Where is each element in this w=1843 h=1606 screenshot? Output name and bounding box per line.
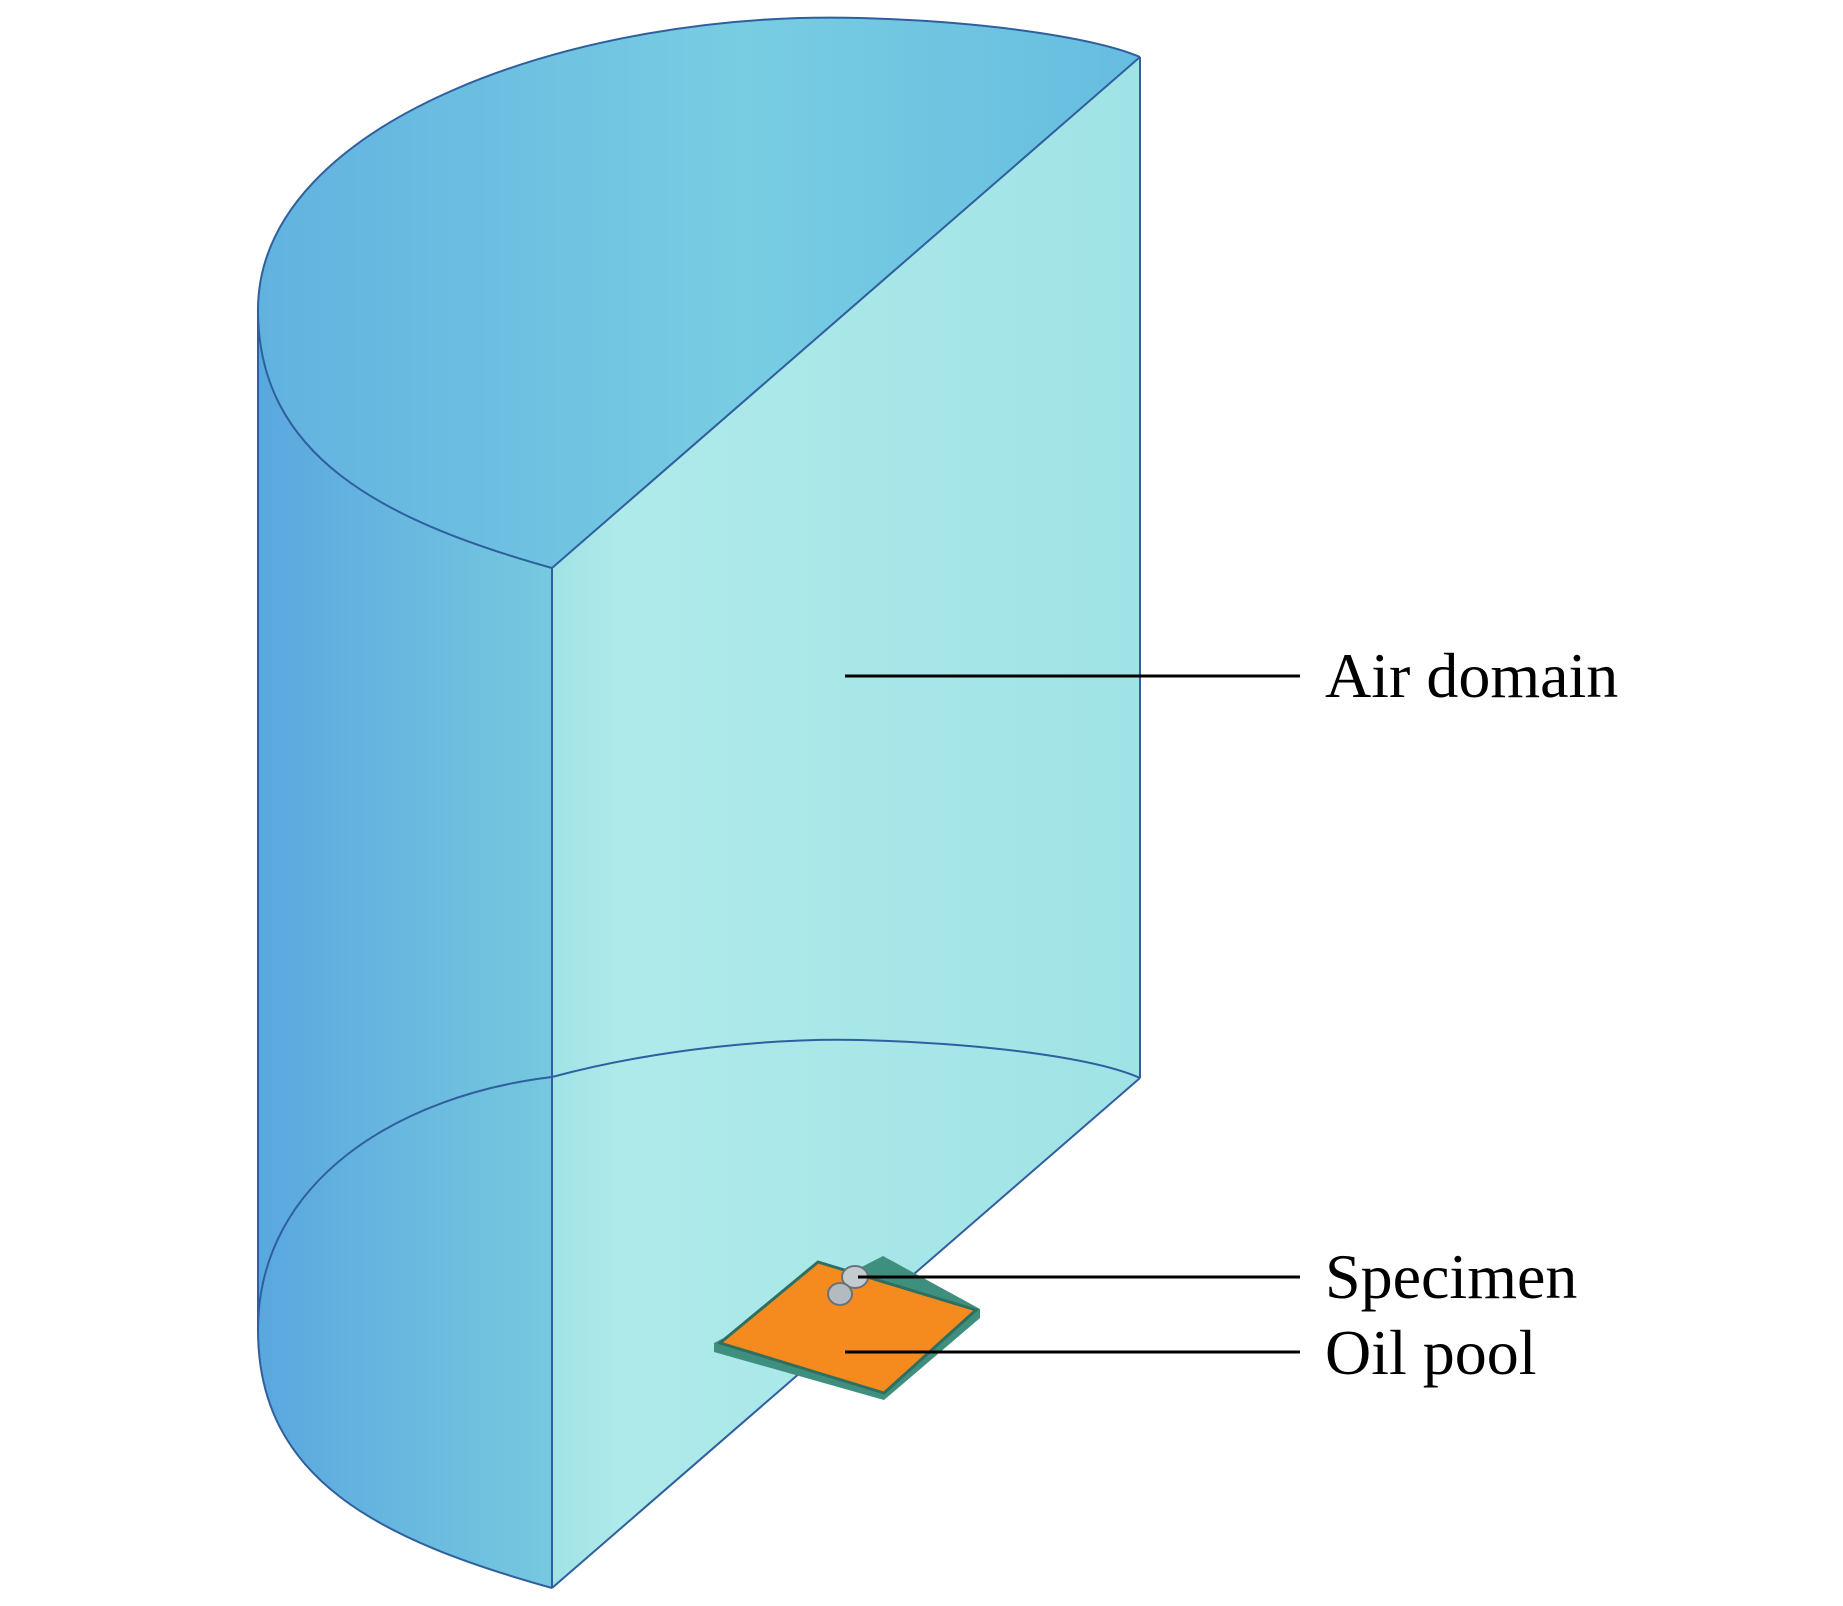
- oil-pool-surface: [716, 1260, 979, 1395]
- bottom-arc-hidden-edge: [551, 1038, 1141, 1079]
- specimen-label: Specimen: [1325, 1241, 1577, 1312]
- oil-pool-label: Oil pool: [1325, 1317, 1537, 1388]
- specimen-side: [827, 1282, 853, 1306]
- specimen: [827, 1265, 869, 1306]
- curved-wall: [258, 310, 552, 1588]
- bottom-arc-front-edge: [256, 1076, 553, 1589]
- oil-pool: [714, 1256, 980, 1400]
- air-domain-label: Air domain: [1325, 640, 1618, 711]
- top-diagonal-edge: [551, 56, 1141, 569]
- top-arc-edge: [256, 16, 1141, 569]
- top-face: [258, 17, 1140, 568]
